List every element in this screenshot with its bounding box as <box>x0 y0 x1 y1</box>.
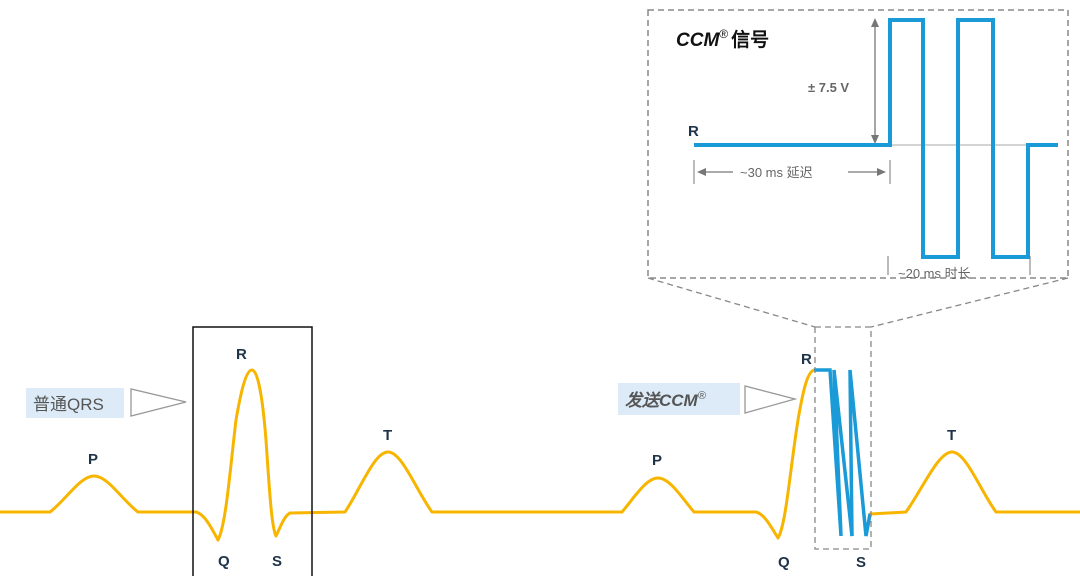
delay-arrowhead-right <box>877 168 886 176</box>
beat2-q-label: Q <box>778 554 790 571</box>
inset-dashed-frame <box>647 9 1069 279</box>
inset-title: CCM®信号 <box>676 27 769 51</box>
delay-label: ~30 ms 延迟 <box>740 165 813 180</box>
ccm-dashed-box <box>814 326 872 550</box>
ccm-delivery-tag: 发送CCM® <box>625 390 707 410</box>
zoom-line-left <box>647 277 816 328</box>
beat1-t-label: T <box>383 427 392 444</box>
ccm-delivery-tag-bg <box>618 383 740 415</box>
ccm-signal-inset: CCM®信号 R ± 7.5 V ~30 ms 延迟 ~20 ms 时长 <box>647 9 1069 281</box>
normal-qrs-pointer <box>130 388 187 417</box>
normal-qrs-tag-bg <box>26 388 124 418</box>
normal-qrs-box <box>192 326 313 576</box>
zoom-line-right <box>870 277 1069 328</box>
beat2-t-label: T <box>947 427 956 444</box>
ccm-delivery-tag-text: 发送CCM <box>625 391 699 410</box>
amplitude-label: ± 7.5 V <box>808 80 849 95</box>
beat1-r-label: R <box>236 346 247 363</box>
beat2-r-label: R <box>801 351 812 368</box>
beat2-s-label: S <box>856 554 866 571</box>
inset-r-label: R <box>688 123 699 140</box>
inset-title-ccm: CCM <box>676 30 720 51</box>
ccm-pulse-train <box>694 18 1058 259</box>
ccm-delivery-pointer <box>744 385 798 414</box>
beat1-q-label: Q <box>218 553 230 570</box>
beat2-p-label: P <box>652 452 662 469</box>
inset-title-suffix: 信号 <box>731 28 769 51</box>
ccm-pulses-on-qrs <box>814 368 872 537</box>
ccm-delivery-callout: 发送CCM® <box>618 383 798 415</box>
ecg-trace-after-ccm <box>868 450 1080 516</box>
amplitude-arrowhead-down <box>871 135 879 144</box>
normal-qrs-tag: 普通QRS <box>33 395 104 414</box>
normal-qrs-callout: 普通QRS <box>26 388 187 418</box>
inset-title-reg: ® <box>719 27 728 41</box>
duration-label: ~20 ms 时长 <box>898 266 971 281</box>
amplitude-arrowhead-up <box>871 18 879 27</box>
beat1-p-label: P <box>88 451 98 468</box>
ccm-delivery-tag-reg: ® <box>698 390 707 402</box>
ecg-trace <box>0 368 816 542</box>
delay-arrowhead-left <box>697 168 706 176</box>
beat1-s-label: S <box>272 553 282 570</box>
